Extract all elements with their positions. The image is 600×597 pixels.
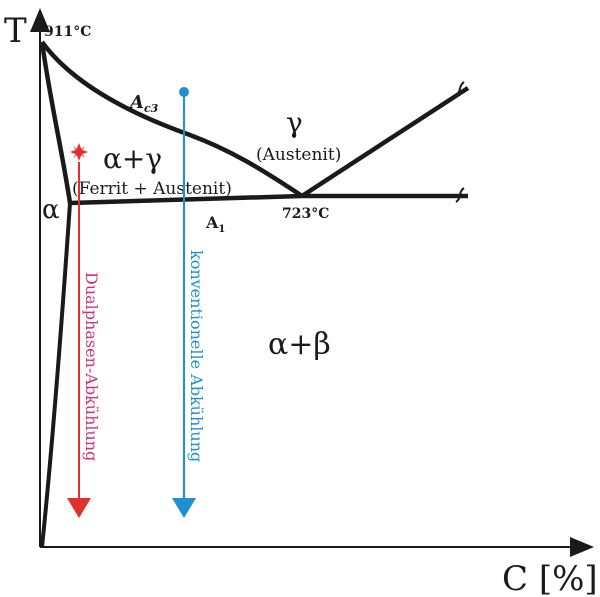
a1-label: A1 <box>205 213 225 235</box>
alpha-gamma-name: (Ferrit + Austenit) <box>72 179 232 199</box>
gamma-upper-boundary-line <box>300 86 470 198</box>
conventional-cooling-label: konventionelle Abkühlung <box>187 250 206 462</box>
conventional-start-dot <box>179 87 189 97</box>
temp-723-label: 723°C <box>282 206 329 222</box>
a1-line <box>69 193 468 206</box>
x-axis-label: C [%] <box>502 559 598 597</box>
a1-label-sub: 1 <box>218 224 225 235</box>
ac3-label-main: A <box>128 92 144 113</box>
alpha-gamma-symbol: α+γ <box>103 142 162 175</box>
ferrite-solvus-line <box>40 202 72 548</box>
gamma-symbol: γ <box>286 106 303 139</box>
ferrite-boundary-left <box>39 41 73 204</box>
dualphase-cooling-label: Dualphasen-Abkühlung <box>82 272 101 461</box>
alpha-symbol: α <box>42 195 60 225</box>
dualphase-marker <box>70 143 88 161</box>
y-axis-label: T <box>4 11 27 51</box>
alpha-beta-symbol: α+β <box>268 327 331 362</box>
temp-911-label: 911°C <box>44 24 91 40</box>
break-mark-right <box>455 187 465 203</box>
a1-label-main: A <box>205 213 219 232</box>
break-mark-upper <box>454 81 465 97</box>
ac3-line <box>40 40 304 198</box>
ac3-label: Ac3 <box>128 92 159 115</box>
ac3-label-sub: c3 <box>144 102 159 115</box>
gamma-name: (Austenit) <box>256 145 341 165</box>
